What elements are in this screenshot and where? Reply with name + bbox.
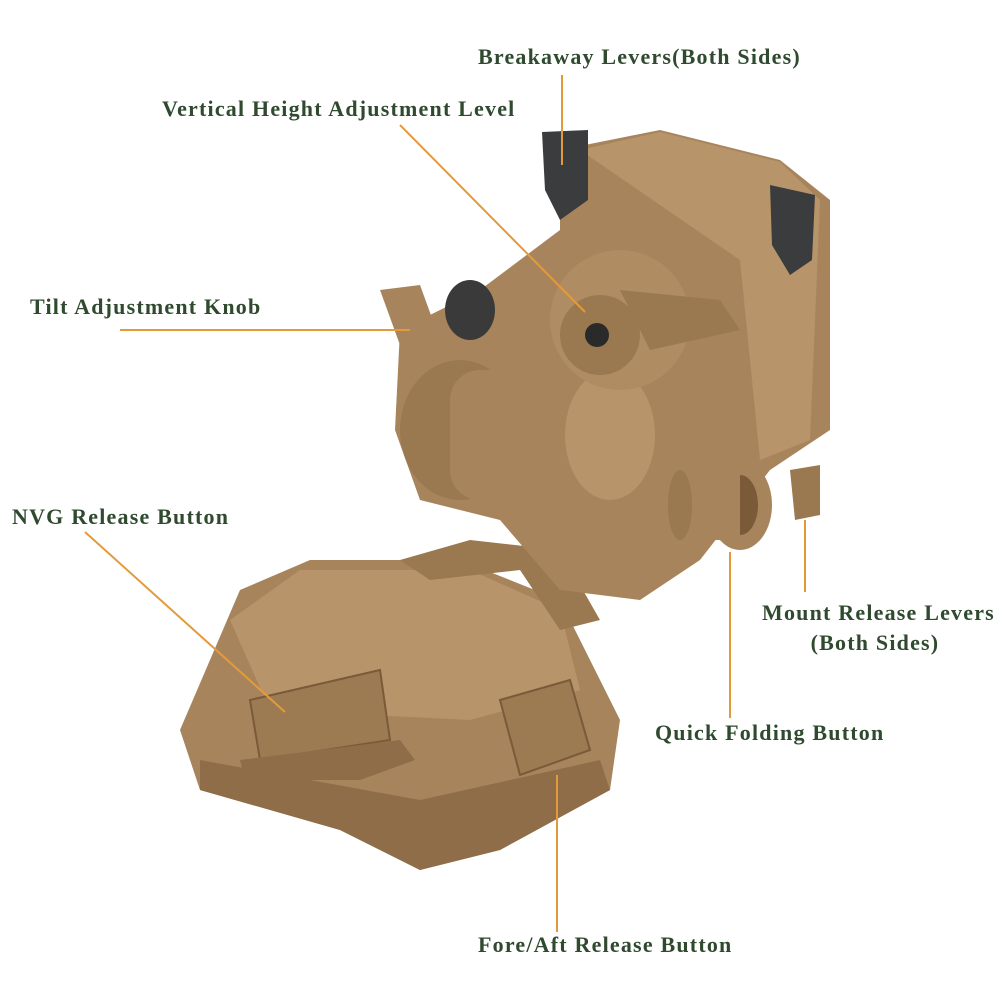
leader-lines xyxy=(84,75,806,932)
label-nvg-release: NVG Release Button xyxy=(12,504,230,529)
label-breakaway-levers: Breakaway Levers(Both Sides) xyxy=(478,44,801,69)
label-quick-folding: Quick Folding Button xyxy=(655,720,885,745)
leader-line-nvg xyxy=(84,531,286,713)
label-vertical-height: Vertical Height Adjustment Level xyxy=(162,96,516,121)
leader-line-vertical-height xyxy=(399,124,586,313)
label-mount-release-line1: Mount Release Levers xyxy=(762,600,995,625)
label-tilt-knob: Tilt Adjustment Knob xyxy=(30,294,262,319)
nvg-mount-product xyxy=(180,130,830,870)
label-fore-aft: Fore/Aft Release Button xyxy=(478,932,733,957)
label-mount-release-line2: (Both Sides) xyxy=(810,630,940,655)
label-mount-release: Mount Release Levers (Both Sides) xyxy=(762,598,995,658)
